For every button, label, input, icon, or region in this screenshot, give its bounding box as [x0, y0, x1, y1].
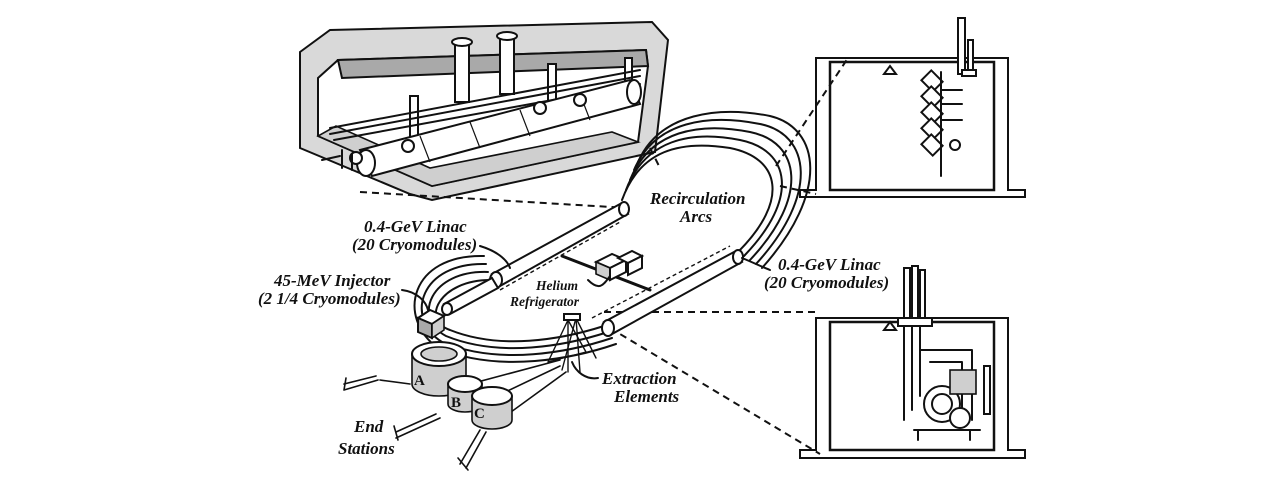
helium-label: Helium Refrigerator [509, 278, 580, 309]
injector-label: 45-MeV Injector (2 1/4 Cryomodules) [258, 271, 401, 308]
hall-c: C [472, 387, 512, 429]
linac-south-label: 0.4-GeV Linac (20 Cryomodules) [764, 255, 889, 292]
svg-text:(20 Cryomodules): (20 Cryomodules) [764, 273, 889, 292]
tunnel-cutaway-linac [300, 22, 668, 200]
svg-text:(20 Cryomodules): (20 Cryomodules) [352, 235, 477, 254]
end-stations-label: End Stations [338, 417, 395, 458]
svg-text:0.4-GeV Linac: 0.4-GeV Linac [364, 217, 467, 236]
linac-north-label: 0.4-GeV Linac (20 Cryomodules) [352, 217, 477, 254]
svg-text:0.4-GeV Linac: 0.4-GeV Linac [778, 255, 881, 274]
svg-text:Refrigerator: Refrigerator [509, 294, 580, 309]
injector-box [418, 310, 444, 338]
svg-text:Stations: Stations [338, 439, 395, 458]
svg-text:Arcs: Arcs [679, 207, 713, 226]
tunnel-cross-section-linac [800, 266, 1025, 458]
svg-text:(2 1/4 Cryomodules): (2 1/4 Cryomodules) [258, 289, 401, 308]
hall-b-label: B [451, 395, 461, 411]
recirculation-label: Recirculation Arcs [649, 189, 745, 226]
hall-c-label: C [474, 406, 485, 422]
svg-text:Extraction: Extraction [601, 369, 677, 388]
svg-text:End: End [353, 417, 384, 436]
hall-a-label: A [414, 373, 425, 389]
svg-text:Elements: Elements [613, 387, 680, 406]
svg-text:Recirculation: Recirculation [649, 189, 745, 208]
svg-text:45-MeV Injector: 45-MeV Injector [273, 271, 391, 290]
tunnel-cross-section-arc [800, 18, 1025, 197]
extraction-label: Extraction Elements [601, 369, 680, 406]
svg-text:Helium: Helium [535, 278, 578, 293]
